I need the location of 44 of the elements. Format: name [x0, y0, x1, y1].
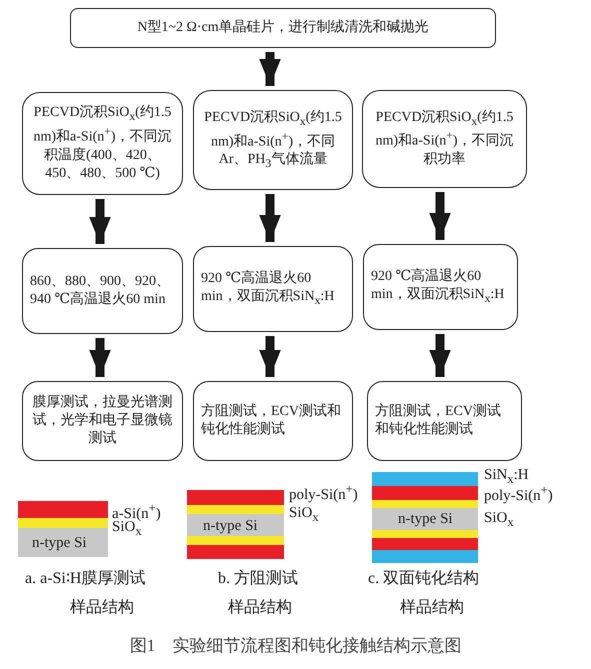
layer-label: SiO$_{x}$ [289, 506, 319, 524]
box-text: 方阻测试，ECV测试和钝化性能测试 [201, 402, 342, 439]
arrow [89, 338, 111, 377]
process-box [193, 381, 353, 461]
arrow [429, 192, 451, 240]
arrow [429, 334, 451, 377]
subfigure-caption: a. a-Si∶H膜厚测试 [25, 571, 146, 587]
figure-caption: 图1 实验细节流程图和钝化接触结构示意图 [128, 635, 462, 657]
process-box [22, 92, 183, 195]
subfigure-caption: 样品结构 [228, 600, 292, 616]
process-box [193, 246, 353, 332]
layer-label: a-Si(n$^{+}$) [112, 502, 161, 522]
box-text: 860、880、900、920、940 ℃高温退火60 min [30, 272, 171, 309]
subfigure-caption: 样品结构 [70, 600, 134, 616]
layer-label: poly-Si(n$^{+}$) [484, 484, 553, 504]
arrow [259, 194, 281, 242]
box-text: 920 ℃高温退火60 min，双面沉积SiN$_{x}$:H [371, 268, 506, 306]
process-box [193, 90, 353, 190]
layer-label: poly-Si(n$^{+}$) [289, 483, 358, 503]
process-box [367, 381, 522, 461]
process-box [362, 90, 527, 188]
box-text: PECVD沉积SiO$_{x}$(约1.5 nm)和a-Si(n$^{+}$)，不同沉积功率 [374, 108, 514, 170]
subfigure-caption: 样品结构 [400, 600, 464, 616]
box-text: PECVD沉积SiO$_{x}$(约1.5 nm)和a-Si(n$^{+}$)，不同沉积温度(400、420、450、480、500 ℃) [32, 104, 172, 183]
arrow [259, 52, 281, 86]
box-text: 膜厚测试，拉曼光谱测试，光学和电子显微镜测试 [32, 394, 174, 448]
process-box [22, 248, 183, 334]
process-box [363, 244, 518, 330]
process-box [22, 381, 183, 461]
layer-label: n-type Si [398, 512, 453, 527]
box-text: PECVD沉积SiO$_{x}$(约1.5 nm)和a-Si(n$^{+}$)，不同Ar、PH$_{3}$气体流量 [203, 108, 343, 172]
subfigure-caption: b. 方阻测试 [218, 571, 298, 587]
box-text: 方阻测试，ECV测试和钝化性能测试 [375, 402, 502, 439]
layer-label: SiO$_{x}$ [112, 520, 142, 538]
box-text: N型1~2 Ω·cm单晶硅片，进行制绒清洗和碱抛光 [137, 18, 429, 37]
arrow [89, 199, 111, 244]
subfigure-caption: c. 双面钝化结构 [368, 571, 480, 587]
layer-label: n-type Si [32, 536, 87, 551]
layer-label: n-type Si [203, 519, 258, 534]
process-box [70, 8, 496, 48]
layer-label: SiN$_{x}$:H [484, 468, 529, 486]
box-text: 920 ℃高温退火60 min，双面沉积SiN$_{x}$:H [201, 270, 336, 308]
arrow [259, 336, 281, 377]
layer-label: SiO$_{x}$ [484, 511, 514, 528]
